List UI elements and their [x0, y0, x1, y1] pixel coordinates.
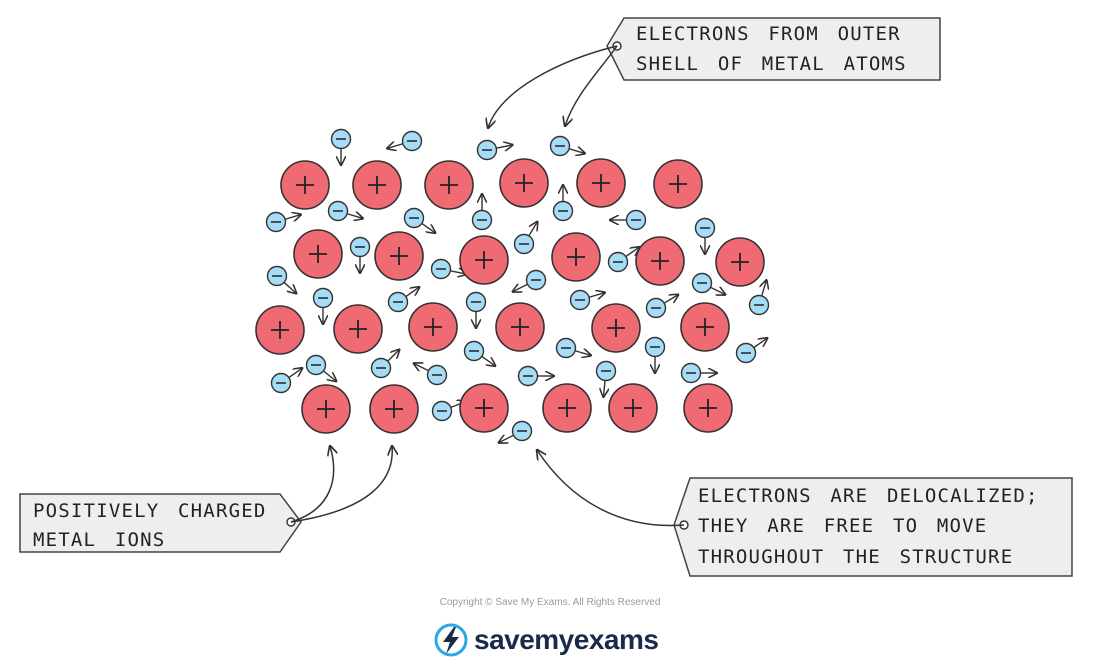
electron	[327, 200, 363, 221]
metal-ion	[352, 160, 402, 210]
electron	[387, 287, 420, 313]
electron	[610, 209, 647, 231]
electron	[430, 258, 467, 280]
electron	[569, 291, 605, 311]
electron	[595, 360, 617, 397]
label-text-line: POSITIVELY CHARGED	[33, 500, 267, 522]
label-text-line: ELECTRONS FROM OUTER	[636, 23, 901, 45]
metal-ion	[635, 236, 685, 286]
electron	[513, 222, 538, 255]
pointer-arrow	[565, 45, 618, 126]
electron	[431, 401, 467, 422]
pointer-arrow	[290, 446, 392, 523]
electron	[403, 207, 436, 233]
electron	[694, 217, 716, 255]
label-text-line: METAL IONS	[33, 529, 165, 551]
pointer-arrow	[488, 45, 618, 128]
electron	[349, 236, 371, 274]
electron	[555, 337, 591, 358]
electron	[513, 269, 547, 292]
metal-ion	[715, 237, 765, 287]
metal-ion	[495, 302, 545, 352]
metal-ion	[680, 302, 730, 352]
electron	[312, 287, 334, 325]
electron	[414, 363, 448, 386]
electron	[463, 340, 496, 366]
metal-ion	[301, 384, 351, 434]
pointer-arrow	[537, 450, 685, 527]
electron	[680, 362, 718, 384]
metal-ion	[255, 305, 305, 355]
electron	[607, 247, 640, 273]
electron	[471, 194, 493, 231]
label-text-line: THROUGHOUT THE STRUCTURE	[698, 546, 1013, 568]
metal-ion	[293, 229, 343, 279]
lightning-bolt-icon	[434, 623, 468, 657]
metal-ion-lattice	[255, 158, 765, 434]
electron	[266, 265, 297, 294]
metal-ion	[576, 158, 626, 208]
electron	[499, 420, 533, 443]
metal-ion	[683, 383, 733, 433]
delocalized-electrons	[265, 128, 769, 443]
electron	[552, 185, 574, 222]
electron	[330, 128, 352, 166]
metal-ion	[333, 304, 383, 354]
electron	[465, 291, 487, 329]
metal-ion	[408, 302, 458, 352]
electron	[476, 139, 513, 161]
electron	[691, 272, 726, 295]
label-text-line: THEY ARE FREE TO MOVE	[698, 515, 987, 537]
label-text-line: SHELL OF METAL ATOMS	[636, 53, 907, 75]
metal-ion	[280, 160, 330, 210]
electron	[270, 368, 303, 394]
label-positive-ions: POSITIVELY CHARGED METAL IONS	[19, 493, 302, 553]
metal-ion	[459, 235, 509, 285]
pointer-arrow	[290, 446, 334, 523]
electron	[549, 135, 585, 156]
electron	[305, 354, 337, 382]
metal-ion	[591, 303, 641, 353]
metal-ion	[369, 384, 419, 434]
brand-logo[interactable]: savemyexams	[434, 620, 659, 660]
metal-ion	[499, 158, 549, 208]
electron	[370, 350, 400, 379]
label-electrons-outer-shell: ELECTRONS FROM OUTER SHELL OF METAL ATOM…	[606, 17, 941, 81]
label-text-line: ELECTRONS ARE DELOCALIZED;	[698, 485, 1039, 507]
metal-ion	[551, 232, 601, 282]
metal-ion	[459, 383, 509, 433]
metal-ion	[608, 383, 658, 433]
metal-ion	[374, 231, 424, 281]
brand-name: savemyexams	[474, 624, 659, 655]
metal-ion	[542, 383, 592, 433]
electron	[387, 130, 423, 151]
electron	[748, 280, 769, 316]
electron	[735, 338, 768, 364]
electron	[644, 336, 666, 374]
copyright-notice: Copyright © Save My Exams. All Rights Re…	[439, 597, 661, 608]
metal-ion	[424, 160, 474, 210]
electron	[645, 295, 679, 319]
metal-ion	[653, 159, 703, 209]
label-delocalized-electrons: ELECTRONS ARE DELOCALIZED; THEY ARE FREE…	[673, 477, 1073, 577]
electron	[265, 213, 301, 233]
electron	[517, 365, 555, 387]
